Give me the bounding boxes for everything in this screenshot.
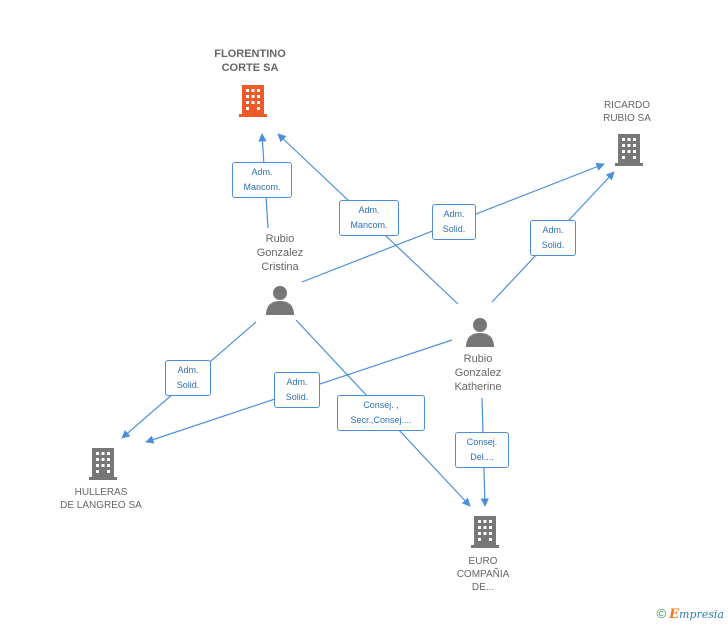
brand-initial: E xyxy=(669,607,680,622)
brand-name: mpresia xyxy=(679,608,724,621)
node-label-euro[interactable]: EURO COMPAÑIA DE... xyxy=(456,556,510,593)
node-label-katherine[interactable]: Rubio Gonzalez Katherine xyxy=(454,353,502,393)
edge-label-e2[interactable]: Adm. Mancom. xyxy=(339,200,399,236)
node-label-cristina[interactable]: Rubio Gonzalez Cristina xyxy=(256,233,304,273)
edge-label-e6[interactable]: Adm. Solid. xyxy=(274,372,320,408)
edge-label-e8[interactable]: Consej. Del.... xyxy=(455,432,509,468)
building-icon[interactable] xyxy=(238,83,270,119)
edge-label-e5[interactable]: Adm. Solid. xyxy=(165,360,211,396)
building-icon[interactable] xyxy=(614,132,646,168)
edge-label-e3[interactable]: Adm. Solid. xyxy=(432,204,476,240)
edge-label-e1[interactable]: Adm. Mancom. xyxy=(232,162,292,198)
building-icon[interactable] xyxy=(88,446,120,482)
edge-label-e4[interactable]: Adm. Solid. xyxy=(530,220,576,256)
person-icon[interactable] xyxy=(464,316,496,348)
node-label-florentino[interactable]: FLORENTINO CORTE SA xyxy=(214,48,286,74)
node-label-ricardo[interactable]: RICARDO RUBIO SA xyxy=(603,100,651,124)
building-icon[interactable] xyxy=(470,514,502,550)
copyright-icon: © xyxy=(656,606,667,621)
person-icon[interactable] xyxy=(264,284,296,316)
brand-footer: © Empresia xyxy=(656,606,724,622)
node-label-hulleras[interactable]: HULLERAS DE LANGREO SA xyxy=(60,487,142,511)
edge-label-e7[interactable]: Consej. , Secr.,Consej.... xyxy=(337,395,425,431)
